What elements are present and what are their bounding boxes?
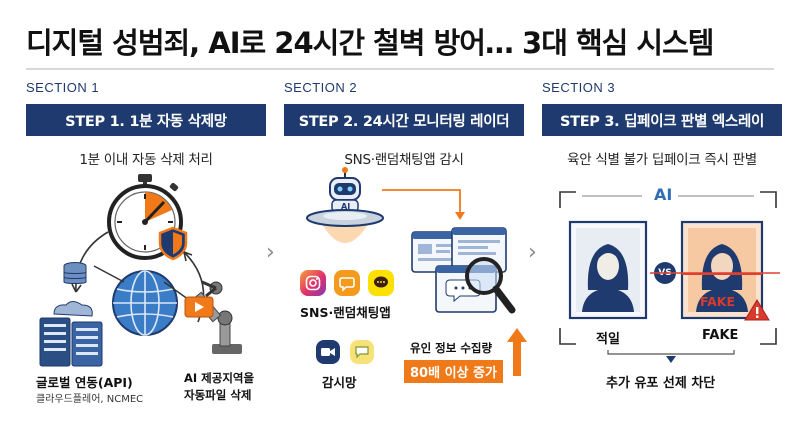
globe-icon [112,270,178,336]
cloud-icon [53,301,93,317]
section-2-monitor-label: 감시망 [322,375,357,390]
robot-tag: AI [341,202,351,211]
kakao-icon [368,270,394,296]
video-icon [184,296,214,318]
chevron-right-icon: › [266,240,275,265]
section-3: SECTION 3 STEP 3. 딥페이크 판별 엑스레이 육안 식별 불가 … [542,80,782,430]
pointer-arrow-icon [382,189,465,220]
page-title: 디지털 성범죄, AI로 24시간 철벽 방어… 3대 핵심 시스템 [26,26,714,60]
section-1-step-bar: STEP 1. 1분 자동 삭제망 [26,104,266,136]
bracket-down-icon [607,350,735,363]
section-2-increase-badge: 80배 이상 증가 [404,360,503,383]
arrow-up-icon [507,328,527,376]
section-3-subtitle: 육안 식별 불가 딥페이크 즉시 판별 [567,152,757,168]
section-2-apps-label: SNS·랜덤채팅앱 [300,305,391,320]
section-3-label: SECTION 3 [542,80,616,95]
server-icon [39,301,103,367]
fake-label: FAKE [702,328,739,343]
section-1-global-sub: 클라우드플레어, NCMEC [36,394,144,405]
section-2: SECTION 2 STEP 2. 24시간 모니터링 레이더 SNS·랜덤채팅… [284,80,524,430]
warning-icon [744,299,770,321]
database-icon [63,262,87,284]
section-2-subtitle: SNS·랜덤채팅앱 감시 [344,152,464,168]
section-2-label: SECTION 2 [284,80,358,95]
section-1-global-label: 글로벌 연동(API) [36,375,133,390]
section-1-ai-region-label: AI 제공지역을 [184,371,255,385]
section-1: SECTION 1 STEP 1. 1분 자동 삭제망 1분 이내 자동 삭제 … [26,80,266,430]
video-call-icon [316,340,340,364]
section-2-step-bar: STEP 2. 24시간 모니터링 레이더 [284,104,524,136]
scan-frame-icon [559,191,777,345]
line-icon [350,340,374,364]
fake-portrait-icon [680,220,764,320]
portrait-icon [568,220,648,320]
section-2-collect-label: 유인 정보 수집량 [410,341,493,355]
chat-icon [334,270,360,296]
magnifier-icon [465,257,516,314]
title-divider [26,68,774,70]
instagram-icon [300,270,326,296]
robot-ufo-icon [306,167,384,243]
chevron-right-icon-2: › [528,240,537,265]
scan-line-icon [650,272,780,274]
section-1-label: SECTION 1 [26,80,100,95]
real-label: 적일 [596,332,620,347]
section-3-block-label: 추가 유포 선제 차단 [606,376,716,391]
fake-stamp: FAKE [700,294,736,309]
section-1-ai-region-label-2: 자동파일 삭제 [184,388,252,402]
section-1-subtitle: 1분 이내 자동 삭제 처리 [79,152,213,168]
shield-icon [158,226,188,261]
section-3-step-bar: STEP 3. 딥페이크 판별 엑스레이 [542,104,782,136]
section-3-ai-label: AI [654,185,673,204]
